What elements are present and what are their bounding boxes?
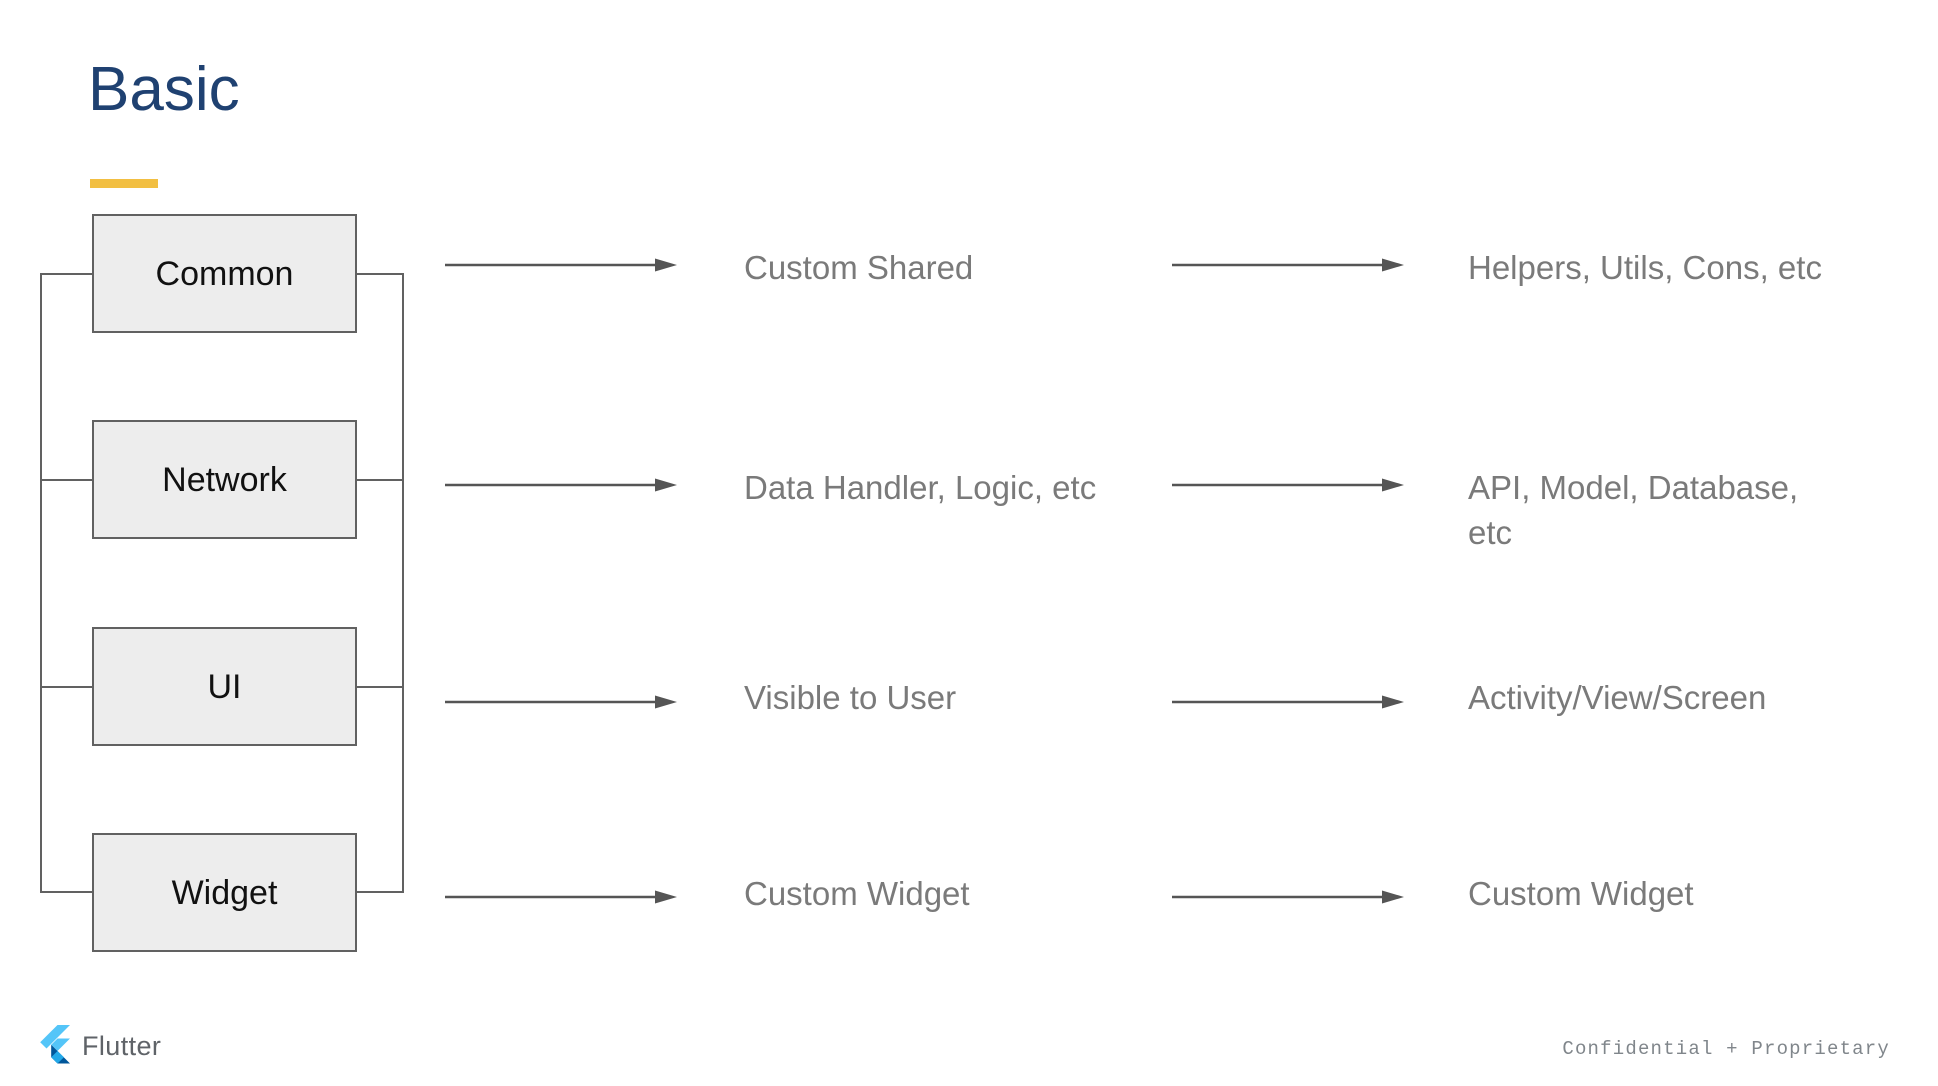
arrow-middle-to-right-widget	[1172, 889, 1404, 905]
node-box-common[interactable]: Common	[92, 214, 357, 333]
title-accent-rule	[90, 179, 158, 188]
left-connector-ui	[40, 686, 94, 688]
desc-right-network: API, Model, Database, etc	[1468, 469, 1799, 551]
page-title: Basic	[88, 55, 240, 124]
footer-brand: Flutter	[36, 1025, 161, 1067]
node-label: Common	[155, 254, 294, 293]
desc-middle-network: Data Handler, Logic, etc	[744, 469, 1097, 506]
desc-right-widget: Custom Widget	[1468, 875, 1694, 912]
left-connector-network	[40, 479, 94, 481]
arrow-ui-to-middle	[445, 694, 677, 710]
left-bracket-rail	[40, 273, 42, 892]
arrow-middle-to-right-ui	[1172, 694, 1404, 710]
flutter-logo-icon	[40, 1025, 70, 1064]
right-connector-ui	[356, 686, 404, 688]
desc-right-ui: Activity/View/Screen	[1468, 679, 1767, 716]
arrow-widget-to-middle	[445, 889, 677, 905]
node-box-network[interactable]: Network	[92, 420, 357, 539]
node-box-widget[interactable]: Widget	[92, 833, 357, 952]
arrow-common-to-middle	[445, 257, 677, 273]
arrow-middle-to-right-common	[1172, 257, 1404, 273]
node-label: UI	[207, 667, 242, 706]
right-connector-network	[356, 479, 404, 481]
desc-right-common: Helpers, Utils, Cons, etc	[1468, 249, 1822, 286]
right-connector-widget	[356, 891, 404, 893]
footer-confidential-note: Confidential + Proprietary	[1562, 1038, 1890, 1060]
node-label: Widget	[171, 873, 278, 912]
footer-brand-label: Flutter	[82, 1030, 162, 1061]
right-connector-common	[356, 273, 404, 275]
node-box-ui[interactable]: UI	[92, 627, 357, 746]
arrow-network-to-middle	[445, 477, 677, 493]
left-connector-widget	[40, 891, 94, 893]
right-bracket-rail	[402, 273, 404, 892]
left-connector-common	[40, 273, 94, 275]
desc-middle-common: Custom Shared	[744, 249, 974, 286]
desc-middle-widget: Custom Widget	[744, 875, 970, 912]
node-label: Network	[162, 460, 287, 499]
desc-middle-ui: Visible to User	[744, 679, 957, 716]
arrow-middle-to-right-network	[1172, 477, 1404, 493]
